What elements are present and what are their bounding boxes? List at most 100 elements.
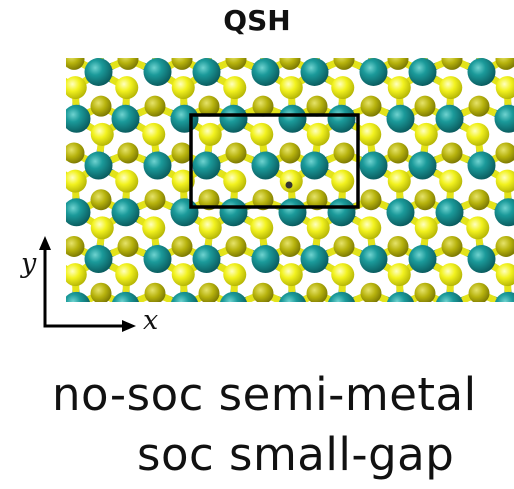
bond-line xyxy=(170,360,183,368)
metal-atom xyxy=(192,151,221,180)
chalcogen-atom-lower xyxy=(252,95,274,117)
metal-atom xyxy=(192,245,221,274)
bond-line xyxy=(421,58,428,60)
chalcogen-atom-upper xyxy=(496,357,514,380)
chalcogen-atom-upper xyxy=(250,29,273,52)
bond-line xyxy=(99,337,101,353)
chalcogen-atom-lower xyxy=(198,282,220,302)
chalcogen-atom-upper xyxy=(415,310,438,333)
bond-line xyxy=(97,58,104,60)
bond-line xyxy=(195,353,207,361)
bond-line xyxy=(372,337,374,353)
bond-line xyxy=(437,360,451,368)
chalcogen-atom-lower xyxy=(387,58,409,70)
bond-line xyxy=(5,340,20,346)
chalcogen-atom-upper xyxy=(387,76,411,100)
chalcogen-atom-lower xyxy=(37,96,58,117)
chalcogen-atom-lower xyxy=(334,330,355,351)
chalcogen-atom-lower xyxy=(90,95,112,117)
chalcogen-atom-lower xyxy=(468,282,490,302)
bond-line xyxy=(482,346,494,352)
chalcogen-atom-upper xyxy=(90,216,114,240)
metal-atom xyxy=(495,291,514,302)
bond-line xyxy=(18,25,32,33)
bond-line xyxy=(207,346,222,352)
metal-atom xyxy=(171,291,198,302)
chalcogen-atom-upper xyxy=(171,76,195,100)
bond-line xyxy=(467,346,482,352)
chalcogen-atom-upper xyxy=(171,263,195,287)
metal-atom xyxy=(0,58,5,86)
bond-line xyxy=(0,220,6,228)
chalcogen-atom-lower xyxy=(90,189,112,211)
caption-line-1: no-soc semi-metal xyxy=(52,368,477,421)
bond-line xyxy=(494,360,507,368)
bond-line xyxy=(6,212,18,220)
chalcogen-atom-lower xyxy=(252,282,274,302)
chalcogen-atom-lower xyxy=(198,95,220,117)
metal-atom xyxy=(495,11,514,39)
bond-line xyxy=(0,314,6,322)
bond-line xyxy=(424,321,426,337)
bond-line xyxy=(278,340,290,346)
chalcogen-atom-upper xyxy=(250,310,273,333)
y-axis-label: y xyxy=(21,248,37,279)
chalcogen-atom-upper xyxy=(387,263,411,287)
bond-line xyxy=(509,25,514,33)
chalcogen-atom-upper xyxy=(142,29,165,52)
bond-line xyxy=(100,321,102,337)
metal-atom xyxy=(467,58,496,86)
origin-marker xyxy=(285,181,293,189)
metal-atom xyxy=(494,198,514,227)
bond-line xyxy=(140,33,154,41)
metal-atom xyxy=(170,198,199,227)
chalcogen-atom-lower xyxy=(118,330,139,351)
bond-line xyxy=(401,306,414,314)
bond-line xyxy=(47,106,62,112)
metal-atom xyxy=(436,11,464,39)
metal-atom xyxy=(192,58,221,86)
bond-line xyxy=(315,353,329,361)
chalcogen-atom-lower xyxy=(414,282,436,302)
chalcogen-atom-lower xyxy=(387,235,409,257)
bond-line xyxy=(185,25,198,33)
chalcogen-atom-lower xyxy=(10,142,31,163)
chalcogen-atom-lower xyxy=(10,330,31,351)
bond-line xyxy=(207,337,209,353)
bond-line xyxy=(20,340,35,346)
bond-line xyxy=(266,353,279,361)
metal-atom xyxy=(4,292,32,320)
chalcogen-atom-lower xyxy=(171,142,193,164)
bond-line xyxy=(305,33,318,41)
chalcogen-atom-lower xyxy=(468,95,490,117)
chalcogen-atom-upper xyxy=(115,76,139,100)
metal-atom xyxy=(0,245,5,273)
chalcogen-atom-upper xyxy=(198,216,222,240)
bond-line xyxy=(205,58,212,60)
chalcogen-atom-upper xyxy=(414,122,438,146)
chalcogen-atom-upper xyxy=(66,263,87,287)
bond-line xyxy=(423,337,425,353)
metal-atom xyxy=(408,58,437,86)
bond-line xyxy=(194,346,206,352)
metal-atom xyxy=(66,291,90,302)
chalcogen-atom-upper xyxy=(439,76,463,100)
bond-line xyxy=(102,314,114,322)
chalcogen-atom-lower xyxy=(252,189,274,211)
chalcogen-atom-upper xyxy=(199,29,222,52)
y-arrowhead-icon xyxy=(39,236,51,250)
bond-line xyxy=(221,340,236,346)
bond-line xyxy=(401,25,414,33)
chalcogen-atom-upper xyxy=(250,216,274,240)
panel-title: QSH xyxy=(223,4,291,37)
bond-line xyxy=(18,88,19,104)
bond-line xyxy=(5,206,17,212)
metal-atom xyxy=(219,104,248,133)
metal-atom xyxy=(36,152,64,180)
metal-atom xyxy=(0,152,5,180)
bond-line xyxy=(74,340,86,346)
bond-line xyxy=(86,346,98,352)
bond-line xyxy=(302,346,314,352)
chalcogen-atom-lower xyxy=(117,142,139,164)
bond-line xyxy=(102,33,114,41)
